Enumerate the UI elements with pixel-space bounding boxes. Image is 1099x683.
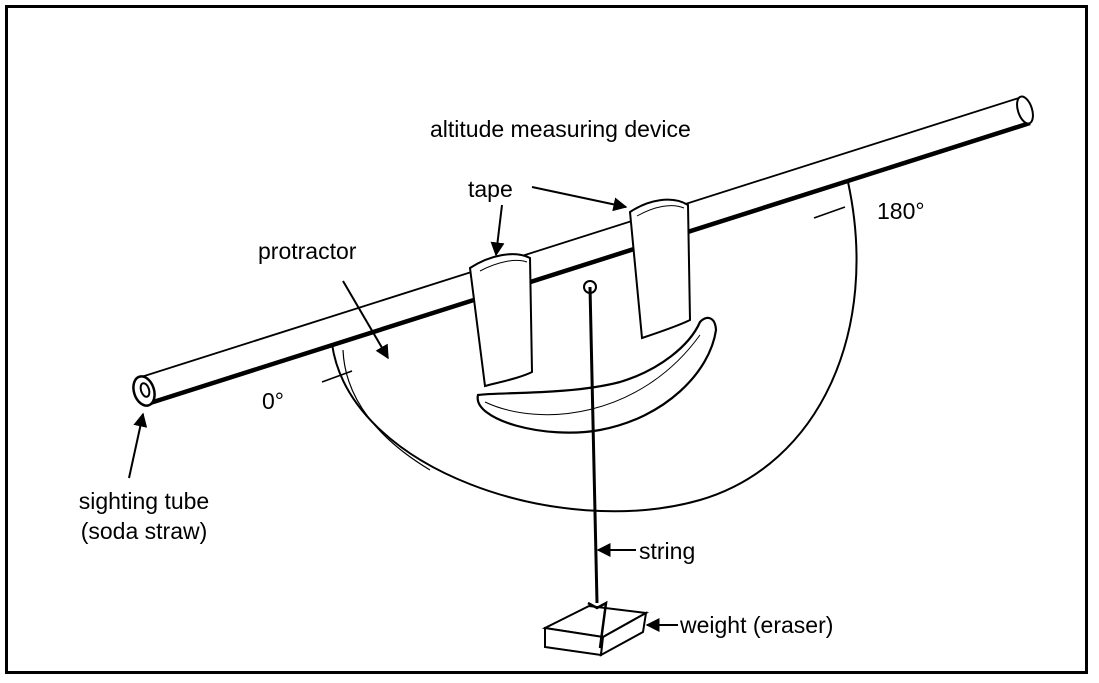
sighting-tube-label-line2: (soda straw) [80,518,208,544]
tape-left [468,253,534,388]
diagram-frame [5,5,1088,674]
tape-arrow-left [490,204,505,257]
tape-right [628,198,692,340]
tape-label: tape [468,176,513,202]
angle-0-label: 0° [262,388,284,414]
weight-label: weight (eraser) [680,612,834,638]
sighting-tube-label-line1: sighting tube [78,488,210,514]
protractor-outline [331,181,858,513]
sighting-tube-label: sighting tube (soda straw) [60,486,228,546]
weight-eraser [541,600,650,657]
string-label: string [639,538,696,564]
protractor-cutout [476,316,718,434]
tape-arrow-right [531,186,628,212]
protractor-inner-edge [342,349,431,471]
protractor-label: protractor [258,238,357,264]
sighting-tube-arrow [128,412,148,479]
protractor-arrow [342,280,389,360]
angle-180-label: 180° [877,198,925,224]
string-line [588,286,599,604]
sighting-tube [132,95,1034,407]
diagram-title: altitude measuring device [430,116,691,142]
